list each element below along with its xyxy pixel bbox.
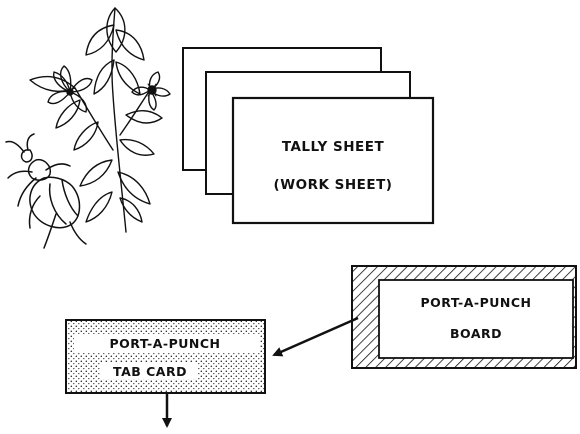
arrow-board-to-card	[272, 316, 359, 357]
flowering-plant-icon	[29, 7, 171, 233]
tab-card-body	[65, 319, 266, 394]
board-subtitle: BOARD	[450, 326, 502, 341]
port-a-punch-tab-card: PORT-A-PUNCH TAB CARD	[65, 319, 266, 394]
board-inner-panel	[378, 279, 574, 359]
tally-sheet-subtitle: (WORK SHEET)	[274, 177, 393, 193]
port-a-punch-board: PORT-A-PUNCH BOARD	[351, 265, 577, 369]
tab-card-label-bg	[74, 334, 260, 352]
tally-sheet-title: TALLY SHEET	[282, 139, 385, 155]
tally-sheet-card	[231, 96, 435, 225]
tab-card-label2-bg	[100, 363, 198, 379]
board-title: PORT-A-PUNCH	[421, 295, 532, 310]
tally-sheet-stack: TALLY SHEET (WORK SHEET)	[182, 47, 435, 225]
beetle-icon	[5, 133, 87, 249]
tab-card-subtitle: TAB CARD	[113, 364, 187, 379]
tab-card-title: PORT-A-PUNCH	[110, 336, 221, 351]
